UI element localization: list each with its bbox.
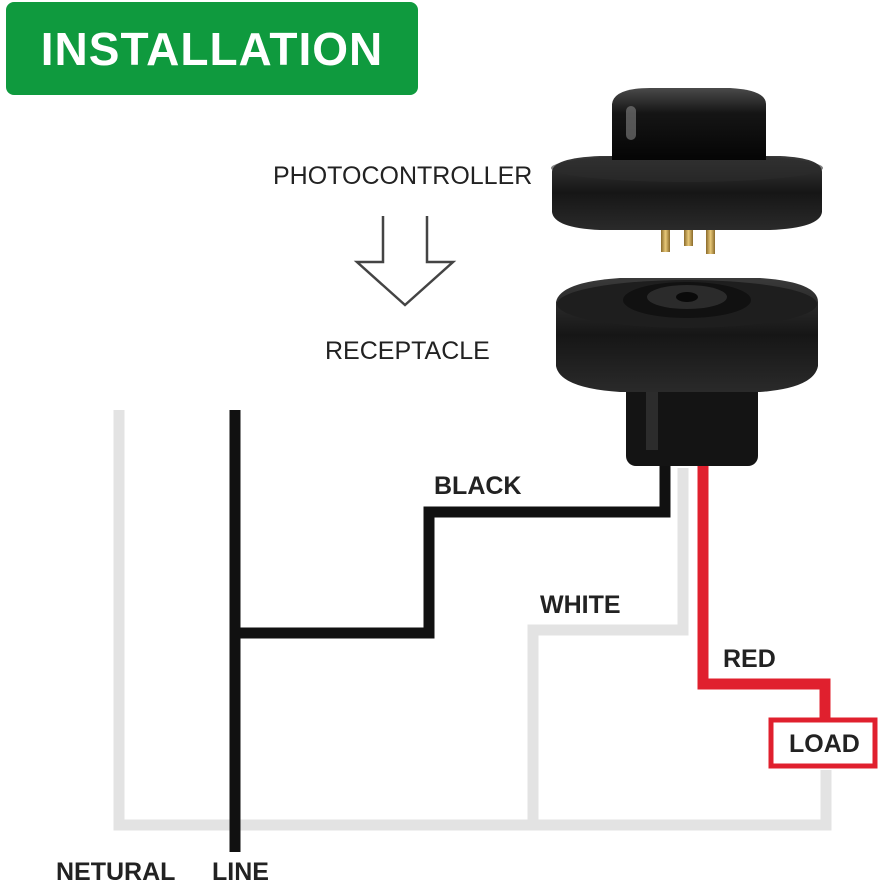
load-label: LOAD <box>789 730 860 758</box>
photocontroller-label: PHOTOCONTROLLER <box>273 162 533 190</box>
line-label: LINE <box>212 858 269 886</box>
photocontroller-image <box>551 88 823 254</box>
down-arrow-icon <box>353 216 457 307</box>
photocontroller-pin <box>684 224 693 246</box>
receptacle-image <box>556 278 818 466</box>
page-title: INSTALLATION <box>40 22 384 75</box>
red-wire-label: RED <box>723 645 776 673</box>
white-wire-label: WHITE <box>540 591 621 619</box>
white-wire <box>527 468 689 825</box>
receptacle-label: RECEPTACLE <box>325 337 490 365</box>
neutral-label: NETURAL <box>56 858 176 886</box>
black-wire <box>235 466 671 639</box>
neutral-wire <box>113 410 832 831</box>
photocontroller-pin <box>706 224 715 254</box>
photocontroller-pin <box>661 224 670 252</box>
title-banner: INSTALLATION <box>6 2 418 95</box>
red-wire <box>697 466 831 720</box>
black-wire-label: BLACK <box>434 472 522 500</box>
load-box <box>768 717 878 769</box>
